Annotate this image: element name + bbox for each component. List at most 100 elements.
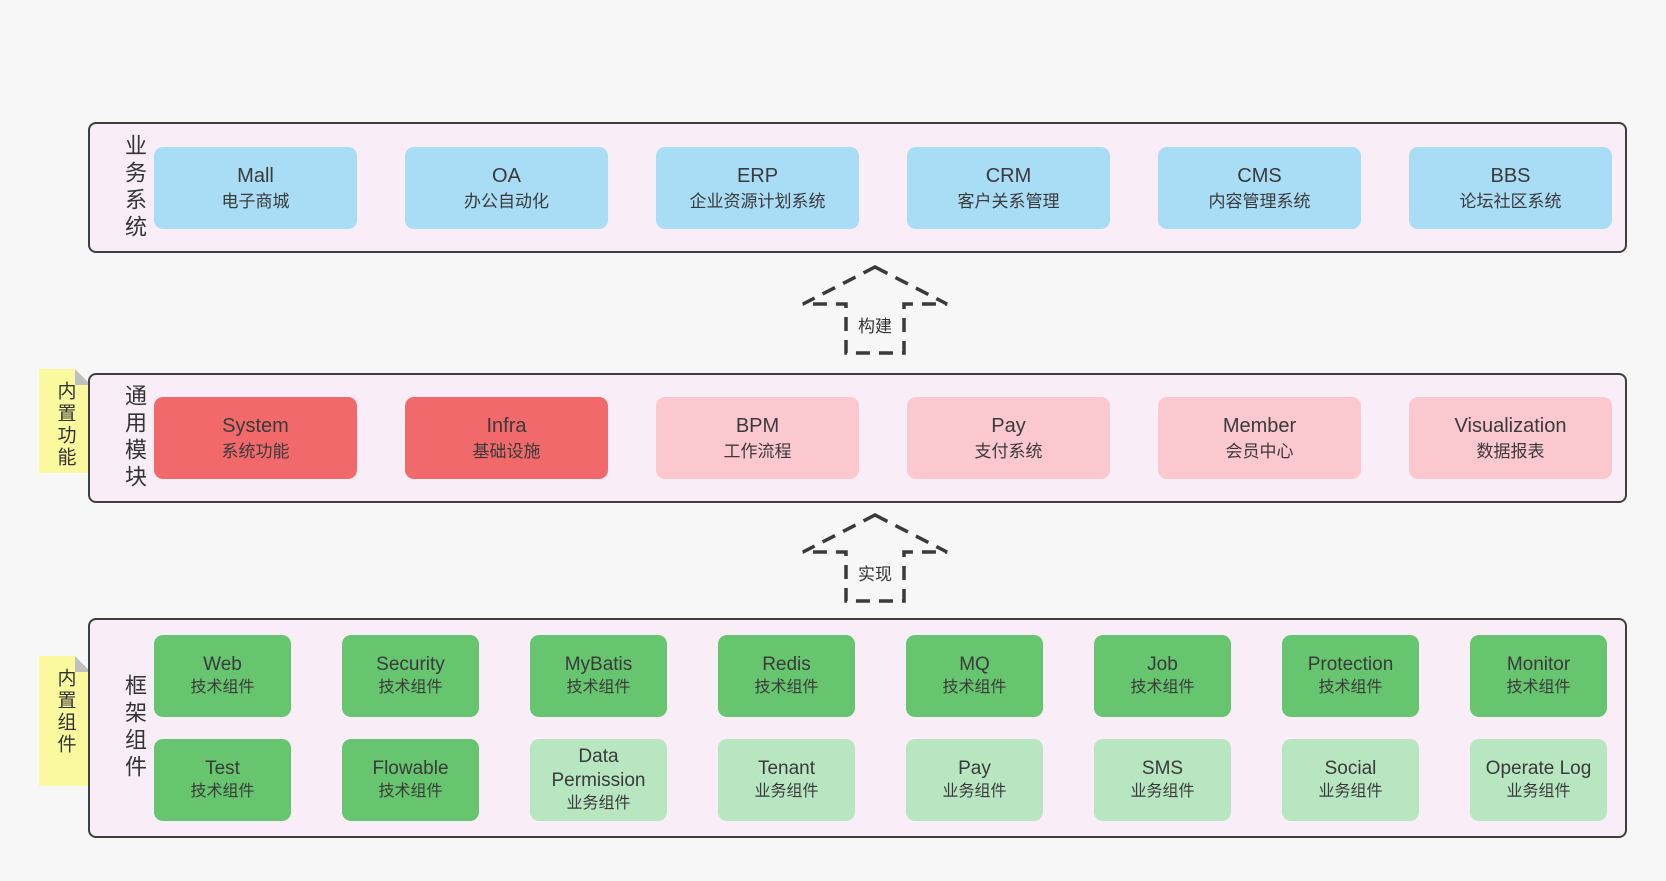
dashed-up-arrow-icon — [802, 265, 948, 355]
box-title: OA — [492, 164, 521, 187]
box-subtitle: 技术组件 — [378, 783, 443, 801]
box-subtitle: 技术组件 — [1318, 679, 1383, 697]
box-title: BBS — [1490, 164, 1531, 187]
box-title: ERP — [736, 164, 779, 187]
box-title: Monitor — [1506, 654, 1571, 676]
framework-components-label: 框架组件 — [122, 674, 147, 782]
box-data-permission: Data Permission 业务组件 — [530, 739, 667, 821]
box-tenant: Tenant 业务组件 — [718, 739, 855, 821]
box-cms: CMS 内容管理系统 — [1158, 146, 1361, 229]
box-title: Visualization — [1454, 415, 1567, 438]
box-protection: Protection 技术组件 — [1282, 635, 1419, 717]
builtin-components-note-label: 内置组件 — [54, 668, 76, 756]
build-arrow: 构建 — [800, 264, 950, 356]
box-subtitle: 企业资源计划系统 — [689, 191, 826, 211]
box-subtitle: 业务组件 — [566, 794, 631, 812]
box-title: MyBatis — [564, 654, 633, 676]
business-systems-label: 业务系统 — [122, 133, 147, 242]
box-flowable: Flowable 技术组件 — [342, 739, 479, 821]
box-title: Test — [205, 758, 240, 780]
box-title: Pay — [991, 415, 1026, 438]
box-subtitle: 技术组件 — [1506, 679, 1571, 697]
box-subtitle: 支付系统 — [974, 442, 1043, 462]
box-pay: Pay 支付系统 — [907, 397, 1110, 479]
box-subtitle: 论坛社区系统 — [1459, 191, 1562, 211]
box-subtitle: 技术组件 — [190, 783, 255, 801]
builtin-features-note: 内置功能 — [39, 369, 91, 473]
box-title: Social — [1324, 758, 1377, 780]
common-modules-label: 通用模块 — [122, 384, 147, 492]
box-subtitle: 数据报表 — [1476, 442, 1545, 462]
box-security: Security 技术组件 — [342, 635, 479, 717]
box-title: Member — [1222, 415, 1297, 438]
box-title: Redis — [762, 654, 811, 676]
box-title: Flowable — [372, 758, 449, 780]
box-visualization: Visualization 数据报表 — [1409, 397, 1612, 479]
box-subtitle: 业务组件 — [1506, 783, 1571, 801]
box-title: MQ — [959, 654, 990, 676]
box-pay: Pay 业务组件 — [906, 739, 1043, 821]
box-subtitle: 技术组件 — [754, 679, 819, 697]
box-erp: ERP 企业资源计划系统 — [656, 146, 859, 229]
box-title: BPM — [735, 415, 780, 438]
box-subtitle: 业务组件 — [754, 783, 819, 801]
box-subtitle: 业务组件 — [942, 783, 1007, 801]
box-title: System — [222, 415, 289, 438]
box-title: Job — [1147, 654, 1178, 676]
implement-arrow-label: 实现 — [854, 560, 896, 585]
box-subtitle: 技术组件 — [190, 679, 255, 697]
box-redis: Redis 技术组件 — [718, 635, 855, 717]
box-title: Pay — [958, 758, 991, 780]
box-subtitle: 电子商城 — [221, 191, 290, 211]
box-title: Tenant — [757, 758, 816, 780]
box-subtitle: 业务组件 — [1318, 783, 1383, 801]
box-subtitle: 客户关系管理 — [957, 191, 1060, 211]
box-title: Operate Log — [1485, 758, 1592, 780]
box-bbs: BBS 论坛社区系统 — [1409, 146, 1612, 229]
box-mybatis: MyBatis 技术组件 — [530, 635, 667, 717]
implement-arrow: 实现 — [800, 512, 950, 604]
box-title: SMS — [1141, 758, 1184, 780]
box-title: CMS — [1237, 164, 1282, 187]
business-systems-boxes: Mall 电子商城 OA 办公自动化 ERP 企业资源计划系统 CRM 客户关系管理 CMS 内容… — [154, 146, 1612, 229]
box-infra: Infra 基础设施 — [405, 397, 608, 479]
box-subtitle: 基础设施 — [472, 442, 541, 462]
box-job: Job 技术组件 — [1094, 635, 1231, 717]
box-title: Data Permission — [551, 746, 646, 792]
box-subtitle: 技术组件 — [566, 679, 631, 697]
box-subtitle: 技术组件 — [378, 679, 443, 697]
box-mq: MQ 技术组件 — [906, 635, 1043, 717]
box-subtitle: 内容管理系统 — [1208, 191, 1311, 211]
business-systems-panel: 业务系统 Mall 电子商城 OA 办公自动化 ERP 企业资源计划系统 CRM 客户关系管理… — [88, 122, 1627, 253]
box-subtitle: 办公自动化 — [464, 191, 549, 211]
box-oa: OA 办公自动化 — [405, 146, 608, 229]
dashed-up-arrow-icon — [802, 513, 948, 603]
box-mall: Mall 电子商城 — [154, 146, 357, 229]
build-arrow-label: 构建 — [854, 312, 896, 337]
box-title: Mall — [237, 164, 274, 187]
builtin-components-note: 内置组件 — [39, 656, 91, 786]
box-sms: SMS 业务组件 — [1094, 739, 1231, 821]
box-crm: CRM 客户关系管理 — [907, 146, 1110, 229]
box-social: Social 业务组件 — [1282, 739, 1419, 821]
box-title: Protection — [1307, 654, 1394, 676]
box-operate-log: Operate Log 业务组件 — [1470, 739, 1607, 821]
box-test: Test 技术组件 — [154, 739, 291, 821]
box-subtitle: 技术组件 — [1130, 679, 1195, 697]
box-title: Infra — [486, 415, 527, 438]
box-monitor: Monitor 技术组件 — [1470, 635, 1607, 717]
box-subtitle: 业务组件 — [1130, 783, 1195, 801]
box-subtitle: 技术组件 — [942, 679, 1007, 697]
box-system: System 系统功能 — [154, 397, 357, 479]
box-title: Security — [376, 654, 445, 676]
box-title: CRM — [985, 164, 1032, 187]
box-subtitle: 系统功能 — [221, 442, 290, 462]
